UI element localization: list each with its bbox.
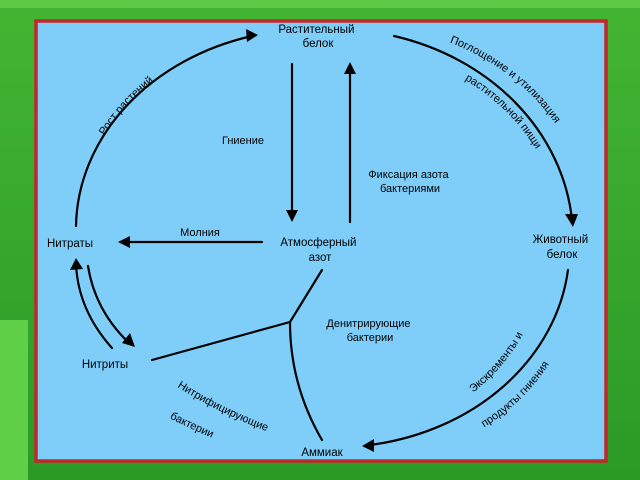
arrow-nitrates-to-nitrites (86, 264, 130, 344)
arrow-plant-to-animal-protein (392, 34, 574, 222)
node-nitrites: Нитриты (82, 359, 128, 371)
arrowheads (70, 29, 578, 452)
node-plant-protein: Растительный белок (278, 24, 357, 50)
arrow-nitrites-to-nitrates (74, 262, 114, 350)
line-atmospheric-branch (288, 268, 324, 324)
arrow-nitrates-to-plant-protein (74, 34, 254, 228)
top-highlight (0, 0, 640, 8)
arrowhead-fixation (344, 62, 356, 74)
left-highlight (0, 320, 28, 480)
caption-fixation: Фиксация азота бактериями (368, 169, 451, 195)
arrowhead-plant-protein (246, 29, 258, 42)
arrowhead-ammonia (362, 439, 374, 452)
arrowhead-decay (286, 210, 298, 222)
caption-lightning: Молния (180, 227, 220, 239)
line-ammonia-branch (288, 320, 324, 442)
node-animal-protein: Животный белок (533, 234, 592, 261)
node-ammonia: Аммиак (301, 447, 343, 459)
node-nitrates: Нитраты (47, 238, 93, 250)
cycle-arrows (74, 34, 574, 447)
line-nitrites-branch (150, 320, 292, 362)
arrowhead-animal-protein (565, 214, 578, 227)
arrowhead-nitrates (70, 258, 83, 270)
arrow-animal-protein-to-ammonia (368, 268, 570, 447)
node-atmospheric-nitrogen: Атмосферный азот (280, 237, 359, 264)
arrowhead-lightning (118, 236, 130, 248)
caption-decay: Гниение (222, 135, 264, 147)
arrowhead-nitrites (122, 333, 135, 347)
caption-denitrifying: Денитрирующие бактерии (326, 318, 413, 344)
